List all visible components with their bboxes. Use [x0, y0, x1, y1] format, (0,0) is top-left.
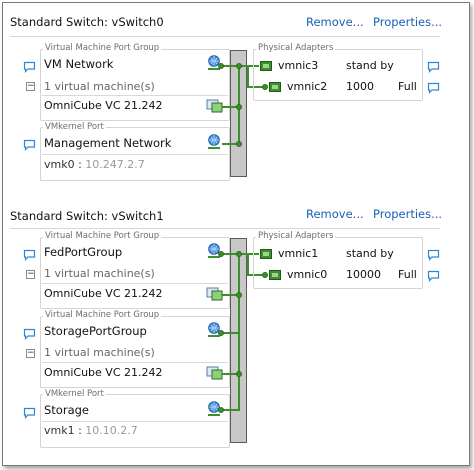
row-divider [42, 283, 228, 284]
group-legend: Virtual Machine Port Group [43, 43, 162, 53]
group-legend: Virtual Machine Port Group [43, 310, 162, 320]
connector-dot [236, 292, 242, 298]
nic-icon [269, 270, 281, 280]
connector-dot [218, 407, 224, 413]
wire [222, 106, 239, 108]
group-legend: Virtual Machine Port Group [43, 231, 162, 241]
connector-dot [236, 141, 242, 147]
port-group-name: VM Network [44, 57, 114, 71]
switch-title: Standard Switch: vSwitch1 [10, 209, 164, 223]
wire [222, 143, 239, 145]
vm-icon[interactable] [206, 286, 223, 305]
title-divider [10, 36, 440, 37]
row-divider [42, 421, 228, 422]
vm-name[interactable]: OmniCube VC 21.242 [44, 287, 163, 300]
vm-count: 1 virtual machine(s) [44, 346, 155, 359]
globe-network-icon[interactable] [207, 134, 221, 154]
connector-dot [236, 371, 242, 377]
wire [221, 332, 239, 334]
physical-adapters [253, 237, 423, 289]
info-bubble-icon[interactable] [23, 404, 36, 423]
remove-link[interactable]: Remove... [306, 15, 364, 29]
vm-name[interactable]: OmniCube VC 21.242 [44, 99, 163, 112]
connector-dot [236, 104, 242, 110]
wire [247, 65, 249, 87]
adapter-name[interactable]: vmnic2 [287, 80, 328, 93]
row-divider [42, 95, 228, 96]
vm-name[interactable]: OmniCube VC 21.242 [44, 366, 163, 379]
nic-icon [269, 82, 281, 92]
adapter-speed: 1000 [346, 80, 374, 93]
vmkernel-port-group[interactable] [40, 394, 230, 448]
globe-network-icon[interactable] [207, 243, 221, 263]
collapse-toggle[interactable]: − [26, 348, 35, 358]
adapter-name[interactable]: vmnic1 [278, 247, 319, 260]
info-bubble-icon[interactable] [427, 58, 440, 77]
wire [247, 253, 249, 275]
wire [222, 294, 239, 296]
connector-dot [218, 330, 224, 336]
vmk-port: vmk1 : [44, 424, 82, 437]
info-bubble-icon[interactable] [23, 58, 36, 77]
adapter-speed: stand by [346, 247, 394, 260]
physical-legend: Physical Adapters [256, 43, 336, 53]
vmkernel-legend: VMkernel Port [43, 389, 106, 399]
collapse-toggle[interactable]: − [26, 269, 35, 279]
port-group-name: StoragePortGroup [44, 324, 147, 338]
vmk-ip: 10.247.2.7 [85, 158, 145, 171]
collapse-toggle[interactable]: − [26, 81, 35, 91]
vmk-ip: 10.10.2.7 [85, 424, 138, 437]
vmkernel-address: vmk0 : 10.247.2.7 [44, 158, 145, 171]
physical-adapters [253, 49, 423, 101]
vm-count: 1 virtual machine(s) [44, 80, 155, 93]
vm-count: 1 virtual machine(s) [44, 267, 155, 280]
vmkernel-port-group[interactable] [40, 127, 230, 181]
info-bubble-icon[interactable] [427, 267, 440, 286]
info-bubble-icon[interactable] [427, 246, 440, 265]
info-bubble-icon[interactable] [23, 325, 36, 344]
properties-link[interactable]: Properties... [373, 207, 443, 221]
physical-legend: Physical Adapters [256, 231, 336, 241]
wire [238, 253, 240, 411]
info-bubble-icon[interactable] [23, 246, 36, 265]
vmkernel-name: Storage [44, 403, 89, 417]
vmkernel-legend: VMkernel Port [43, 122, 106, 132]
adapter-speed: stand by [346, 59, 394, 72]
connector-dot [262, 84, 268, 90]
connector-dot [262, 272, 268, 278]
port-group-name: FedPortGroup [44, 245, 123, 259]
vmkernel-address: vmk1 : 10.10.2.7 [44, 424, 138, 437]
vmk-port: vmk0 : [44, 158, 82, 171]
adapter-name[interactable]: vmnic3 [278, 59, 319, 72]
globe-network-icon[interactable] [207, 55, 221, 75]
adapter-speed: 10000 [346, 268, 381, 281]
connector-dot [236, 251, 242, 257]
adapter-duplex: Full [398, 268, 417, 281]
connector-dot [236, 63, 242, 69]
wire [222, 373, 239, 375]
vmkernel-name: Management Network [44, 136, 172, 150]
title-divider [10, 228, 440, 229]
properties-link[interactable]: Properties... [373, 15, 443, 29]
nic-icon [260, 249, 272, 259]
wire [247, 86, 267, 88]
remove-link[interactable]: Remove... [306, 207, 364, 221]
vm-icon[interactable] [206, 365, 223, 384]
vm-icon[interactable] [206, 98, 223, 117]
adapter-name[interactable]: vmnic0 [287, 268, 328, 281]
row-divider [42, 362, 228, 363]
wire [247, 274, 267, 276]
globe-network-icon[interactable] [207, 322, 221, 342]
vswitch-panel: Standard Switch: vSwitch0 Remove... Prop… [2, 2, 470, 466]
info-bubble-icon[interactable] [427, 79, 440, 98]
info-bubble-icon[interactable] [23, 136, 36, 155]
row-divider [42, 154, 228, 155]
connector-dot [218, 251, 224, 257]
nic-icon [260, 61, 272, 71]
connector-dot [218, 63, 224, 69]
wire [221, 409, 239, 411]
switch-title: Standard Switch: vSwitch0 [10, 15, 164, 29]
adapter-duplex: Full [398, 80, 417, 93]
